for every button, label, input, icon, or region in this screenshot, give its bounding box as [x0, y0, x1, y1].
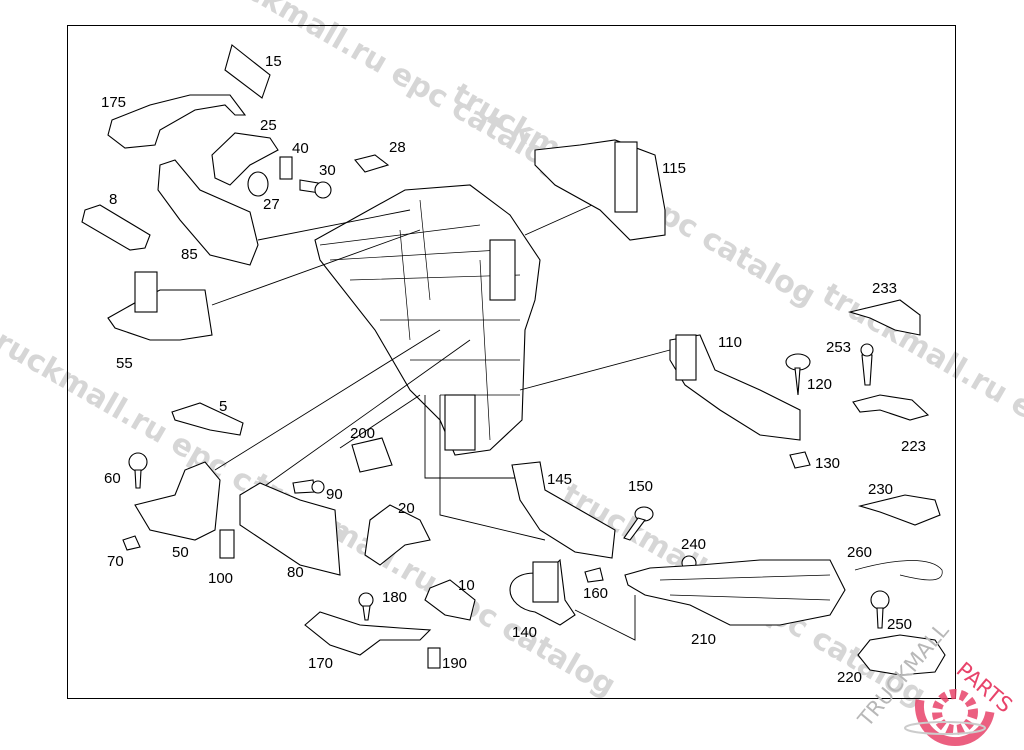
part-label-260[interactable]: 260 — [847, 544, 872, 561]
part-shapes — [81, 44, 946, 676]
part-label-55[interactable]: 55 — [116, 355, 133, 372]
part-label-28[interactable]: 28 — [389, 139, 406, 156]
part-label-85[interactable]: 85 — [181, 246, 198, 263]
part-label-115[interactable]: 115 — [662, 160, 686, 177]
part-label-250[interactable]: 250 — [887, 616, 912, 633]
diagram-frame — [67, 25, 956, 699]
part-label-10[interactable]: 10 — [458, 577, 475, 594]
part-label-40[interactable]: 40 — [292, 140, 309, 157]
leader-lines — [211, 204, 671, 641]
part-label-25[interactable]: 25 — [260, 117, 277, 134]
part-label-230[interactable]: 230 — [868, 481, 893, 498]
logo-text-right: PARTS — [952, 657, 1017, 717]
part-label-130[interactable]: 130 — [815, 455, 840, 472]
part-label-175[interactable]: 175 — [101, 94, 126, 111]
watermark: truckmall.ru epc catalog — [816, 277, 1024, 514]
part-labels: 15 175 25 40 28 30 27 8 85 115 233 253 1… — [101, 53, 926, 686]
part-label-15[interactable]: 15 — [265, 53, 282, 70]
part-label-180[interactable]: 180 — [382, 589, 407, 606]
part-label-210[interactable]: 210 — [691, 631, 716, 648]
part-label-8[interactable]: 8 — [109, 191, 117, 208]
part-label-220[interactable]: 220 — [837, 669, 862, 686]
part-label-200[interactable]: 200 — [350, 425, 375, 442]
part-label-50[interactable]: 50 — [172, 544, 189, 561]
part-label-80[interactable]: 80 — [287, 564, 304, 581]
part-label-100[interactable]: 100 — [208, 570, 233, 587]
part-label-160[interactable]: 160 — [583, 585, 608, 602]
part-label-170[interactable]: 170 — [308, 655, 333, 672]
part-label-27[interactable]: 27 — [263, 196, 280, 213]
part-label-223[interactable]: 223 — [901, 438, 926, 455]
part-label-110[interactable]: 110 — [718, 334, 742, 351]
part-label-90[interactable]: 90 — [326, 486, 343, 503]
part-label-233[interactable]: 233 — [872, 280, 897, 297]
part-label-150[interactable]: 150 — [628, 478, 653, 495]
part-label-253[interactable]: 253 — [826, 339, 851, 356]
heater-housing-assembly — [314, 184, 541, 456]
part-label-140[interactable]: 140 — [512, 624, 537, 641]
part-label-145[interactable]: 145 — [547, 471, 572, 488]
part-label-60[interactable]: 60 — [104, 470, 121, 487]
part-label-70[interactable]: 70 — [107, 553, 124, 570]
part-label-240[interactable]: 240 — [681, 536, 706, 553]
part-label-30[interactable]: 30 — [319, 162, 336, 179]
part-label-20[interactable]: 20 — [398, 500, 415, 517]
part-label-120[interactable]: 120 — [807, 376, 832, 393]
part-label-190[interactable]: 190 — [442, 655, 467, 672]
part-label-5[interactable]: 5 — [219, 398, 227, 415]
